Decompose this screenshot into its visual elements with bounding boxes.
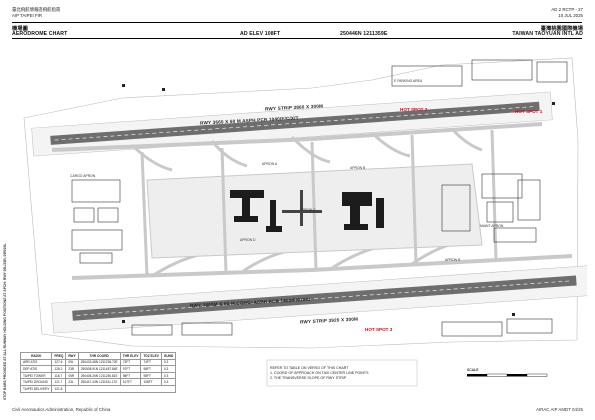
thr-rwy: 23R xyxy=(65,365,79,373)
hot-spot-3: HOT SPOT 3 xyxy=(365,327,393,332)
tdz-elev: 98FT xyxy=(140,371,162,380)
cross-taxiways xyxy=(140,129,498,277)
hot-spot-2: HOT SPOT 2 xyxy=(400,107,428,112)
aerodrome-diagram xyxy=(23,57,587,387)
north-runway-centerline xyxy=(54,106,536,141)
page-reference: AD 2 RCTP - 27 xyxy=(551,7,583,12)
tdz-elev: 108FT xyxy=(140,378,162,386)
thr-coord: 250447.43N 1211511.17E xyxy=(77,378,121,386)
note-line: 1. COORD OF APPROACH ON TAXI CENTER LINE… xyxy=(270,371,369,375)
thr-elev: 107FT xyxy=(119,378,142,386)
east-parking-area xyxy=(391,59,568,87)
area-label-cargo: CARGO APRON xyxy=(70,174,96,178)
thr-elev: 98FT xyxy=(119,371,142,380)
south-runway-centerline xyxy=(76,280,573,316)
comms-freq: 126.2 xyxy=(51,365,67,373)
gund-value: 0.3 xyxy=(160,378,177,386)
thr-header-elev: THR ELEV xyxy=(119,352,142,360)
note-line: 2. THE TRANSVERSE SLOPE OF RWY STRIP xyxy=(270,376,347,380)
thr-coord: 250408.26N 1211250.81E xyxy=(77,371,121,380)
south-west-stands xyxy=(131,322,233,336)
north-parallel-taxiway xyxy=(51,122,543,152)
gund-value: 0.3 xyxy=(160,365,177,373)
tdz-elev: 98FT xyxy=(140,365,162,373)
scale-label: SCALE xyxy=(467,368,479,372)
comms-service: TAIPEI GROUND xyxy=(19,378,53,386)
comms-service: TAIPEI DELIVERY xyxy=(19,384,53,393)
thr-header-rwy: RWY xyxy=(65,352,79,360)
scale-bar xyxy=(467,373,548,377)
hot-spot-1: HOT SPOT 1 xyxy=(515,109,543,114)
thr-rwy: 05L xyxy=(65,358,79,367)
comms-header-freq: FREQ xyxy=(51,352,67,360)
thr-header-tdz: TDZ ELEV xyxy=(140,352,162,360)
navaid-marks xyxy=(122,84,555,323)
south-east-stands xyxy=(441,318,553,337)
area-label-maint: MAINT APRON xyxy=(480,224,504,228)
thr-header-coord: THR COORD xyxy=(77,352,121,360)
thr-rwy: 23L xyxy=(65,378,79,386)
thr-rwy: 05R xyxy=(65,371,79,380)
thr-elev: 97FT xyxy=(119,365,142,373)
vertical-side-note: STOP BARS PROVIDED AT ALL RUNWAY HOLDING… xyxy=(3,243,7,400)
area-label-parking: E PARKING AREA xyxy=(394,79,423,83)
thr-coord: 250433.48N 1211236.72E xyxy=(77,358,121,367)
east-facilities xyxy=(441,173,541,243)
thr-header-gund: GUND xyxy=(160,352,177,360)
gund-value: 0.3 xyxy=(160,371,177,380)
area-label-apron-c: APRON C xyxy=(300,208,316,212)
comms-service: ARR ATIS xyxy=(19,358,53,367)
concourse-piers xyxy=(282,190,322,226)
area-label-apron-r: APRON R xyxy=(445,258,461,262)
chart-notes: REFER TO TABLE ON VERSO OF THIS CHART 1.… xyxy=(270,366,369,381)
title-top-rule xyxy=(12,22,582,23)
aerodrome-boundary xyxy=(23,57,579,349)
comms-freq: 121.8 xyxy=(51,384,67,393)
arp-coordinates: 250446N 1211359E xyxy=(340,31,388,37)
comms-service: DEP ATIS xyxy=(19,365,53,373)
fir-name: AIP TAIPEI FIR xyxy=(12,13,43,18)
comms-freq: 121.7 xyxy=(51,378,67,386)
area-label-apron-a: APRON A xyxy=(262,162,278,166)
comms-header-radio: RADIO xyxy=(19,352,53,360)
comms-frequency-table: RADIO FREQ RWY THR COORD THR ELEV TDZ EL… xyxy=(19,352,177,393)
area-label-apron-b: APRON B xyxy=(350,166,366,170)
north-rapid-exits xyxy=(130,127,483,172)
table-row: TAIPEI DELIVERY 121.8 xyxy=(19,384,177,393)
effective-date: 10 JUL 2025 xyxy=(558,13,583,18)
table-row: TAIPEI GROUND 121.7 23L 250447.43N 12115… xyxy=(19,378,177,386)
thr-elev: 73FT xyxy=(119,358,142,367)
comms-freq: 127.6 xyxy=(51,358,67,367)
comms-freq: 118.7 xyxy=(51,371,67,380)
airport-name: TAIWAN TAOYUAN INTL AD xyxy=(512,31,583,37)
chart-title: AERODROME CHART xyxy=(12,31,68,37)
note-line: REFER TO TABLE ON VERSO OF THIS CHART xyxy=(270,366,349,370)
airport-name-cn: 臺灣桃園國際機場 xyxy=(540,26,583,32)
terminal-2 xyxy=(342,192,384,230)
empty-cell xyxy=(65,384,177,393)
aip-authority-cn: 臺北飛航情報區飛航指南 xyxy=(12,7,61,12)
terminal-1 xyxy=(230,190,282,232)
thr-coord: 250508.91N 1211457.84E xyxy=(77,365,121,373)
comms-service: TAIPEI TOWER xyxy=(19,371,53,380)
table-row: DEP ATIS 126.2 23R 250508.91N 1211457.84… xyxy=(19,365,177,373)
footer-amendment: AIRAC AIP AMDT 04/25 xyxy=(536,407,583,412)
footer-authority: Civil Aeronautics Administration, Republ… xyxy=(12,407,111,412)
area-label-apron-d: APRON D xyxy=(240,238,256,242)
gund-value: 0.3 xyxy=(160,358,177,367)
notes-frame xyxy=(266,359,418,387)
table-row: TAIPEI TOWER 118.7 05R 250408.26N 121125… xyxy=(19,371,177,380)
table-row: ARR ATIS 127.6 05L 250433.48N 1211236.72… xyxy=(19,358,177,367)
chart-title-cn: 機場圖 xyxy=(12,26,28,32)
aerodrome-elevation: AD ELEV 108FT xyxy=(240,31,281,37)
title-bottom-rule xyxy=(12,38,582,39)
tdz-elev: 74FT xyxy=(140,358,162,367)
west-facilities xyxy=(71,179,123,264)
